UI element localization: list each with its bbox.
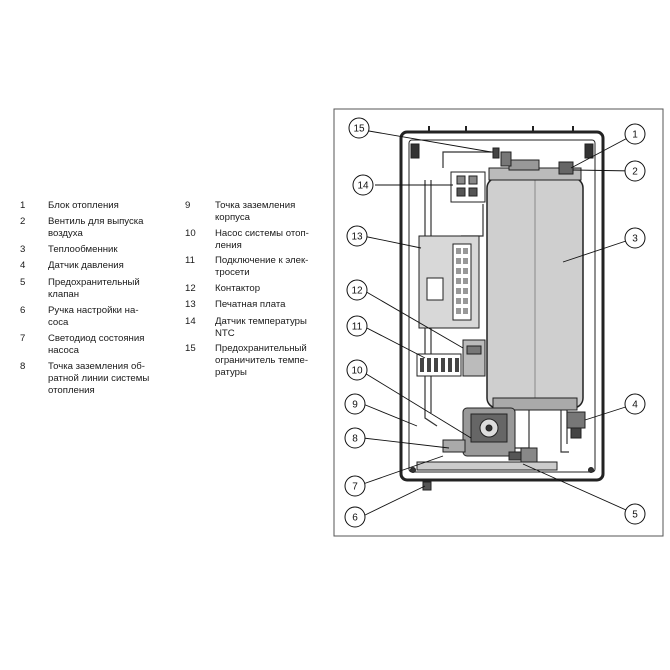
legend-item: 11 Подключение к элек- тросети	[185, 255, 308, 279]
legend-item: 3 Теплообменник	[20, 244, 118, 256]
legend-number: 5	[20, 277, 26, 288]
legend-text: Контактор	[215, 283, 261, 294]
callout-5: 5	[624, 503, 646, 525]
callout-1: 1	[624, 123, 646, 145]
legend-item: 8 Точка заземления об- ратной линии систе…	[20, 361, 149, 397]
legend-text: Подключение к элек- тросети	[215, 255, 309, 278]
legend-number: 15	[185, 343, 196, 354]
svg-text:5: 5	[632, 510, 638, 521]
svg-text:12: 12	[351, 286, 363, 297]
svg-text:13: 13	[351, 232, 363, 243]
legend-item: 4 Датчик давления	[20, 260, 124, 272]
callout-labels: 15 14 13 12 11 10 9 8 7 6 1 2 3 4 5	[344, 117, 646, 528]
legend-item: 14 Датчик температуры NTC	[185, 316, 307, 340]
callout-3: 3	[624, 227, 646, 249]
boiler-housing	[399, 126, 605, 482]
callout-11: 11	[346, 315, 368, 337]
legend-text: Блок отопления	[48, 200, 119, 211]
legend-item: 2 Вентиль для выпуска воздуха	[20, 216, 144, 240]
svg-text:7: 7	[352, 482, 358, 493]
legend-text: Печатная плата	[215, 299, 286, 310]
heat-exchanger	[486, 159, 584, 411]
legend-text: Ручка настройки на- соса	[48, 305, 139, 328]
legend-item: 9 Точка заземления корпуса	[185, 200, 295, 224]
legend-text: Предохранительный клапан	[48, 277, 140, 300]
ntc-sensor	[450, 171, 486, 203]
legend-text: Насос системы отоп- ления	[215, 228, 309, 251]
svg-text:4: 4	[632, 400, 638, 411]
svg-text:15: 15	[353, 124, 365, 135]
leader-lines	[362, 129, 636, 517]
legend-text: Предохранительный ограничитель темпе- ра…	[215, 343, 309, 378]
legend-item: 12 Контактор	[185, 283, 260, 295]
heating-pump	[442, 407, 516, 457]
legend-number: 2	[20, 216, 26, 227]
legend-text: Точка заземления об- ратной линии систем…	[48, 361, 150, 396]
legend-item: 13 Печатная плата	[185, 299, 285, 311]
svg-text:14: 14	[357, 181, 369, 192]
legend-number: 11	[185, 255, 195, 266]
svg-text:9: 9	[352, 400, 358, 411]
legend-number: 3	[20, 244, 26, 255]
callout-2: 2	[624, 160, 646, 182]
legend-text: Теплообменник	[48, 244, 118, 255]
legend-number: 8	[20, 361, 26, 372]
callout-6: 6	[344, 506, 366, 528]
legend-item: 7 Светодиод состояния насоса	[20, 333, 144, 357]
legend-number: 12	[185, 283, 196, 294]
legend-item: 1 Блок отопления	[20, 200, 119, 212]
contactor	[462, 339, 486, 377]
legend-text: Датчик температуры NTC	[215, 316, 307, 339]
svg-text:10: 10	[351, 366, 363, 377]
svg-text:11: 11	[352, 322, 363, 333]
legend-number: 4	[20, 260, 26, 271]
legend-text: Светодиод состояния насоса	[48, 333, 145, 356]
legend-item: 6 Ручка настройки на- соса	[20, 305, 139, 329]
legend-item: 5 Предохранительный клапан	[20, 277, 140, 301]
svg-text:3: 3	[632, 234, 638, 245]
callout-10: 10	[346, 359, 368, 381]
legend-text: Точка заземления корпуса	[215, 200, 296, 223]
svg-text:6: 6	[352, 513, 358, 524]
legend-item: 15 Предохранительный ограничитель темпе- …	[185, 343, 308, 379]
legend-text: Датчик давления	[48, 260, 124, 271]
air-vent	[492, 147, 574, 175]
svg-text:8: 8	[352, 434, 358, 445]
callout-7: 7	[344, 475, 366, 497]
circuit-board	[418, 235, 480, 329]
diagram-frame	[333, 108, 664, 537]
legend-number: 9	[185, 200, 191, 211]
bottom-connections	[416, 461, 558, 491]
legend-number: 10	[185, 228, 196, 239]
legend-number: 14	[185, 316, 196, 327]
callout-9: 9	[344, 393, 366, 415]
legend-item: 10 Насос системы отоп- ления	[185, 228, 309, 252]
callout-8: 8	[344, 427, 366, 449]
callout-15: 15	[348, 117, 370, 139]
svg-text:2: 2	[632, 167, 638, 178]
legend-number: 7	[20, 333, 26, 344]
callout-12: 12	[346, 279, 368, 301]
legend-number: 13	[185, 299, 196, 310]
legend-number: 1	[20, 200, 26, 211]
boiler-diagram: 15 14 13 12 11 10 9 8 7 6 1 2 3 4 5	[333, 108, 664, 537]
callout-14: 14	[352, 174, 374, 196]
pressure-sensor	[566, 411, 586, 439]
terminal-block	[416, 353, 462, 377]
callout-4: 4	[624, 393, 646, 415]
legend-text: Вентиль для выпуска воздуха	[48, 216, 144, 239]
svg-text:1: 1	[632, 130, 638, 141]
callout-13: 13	[346, 225, 368, 247]
legend-number: 6	[20, 305, 26, 316]
